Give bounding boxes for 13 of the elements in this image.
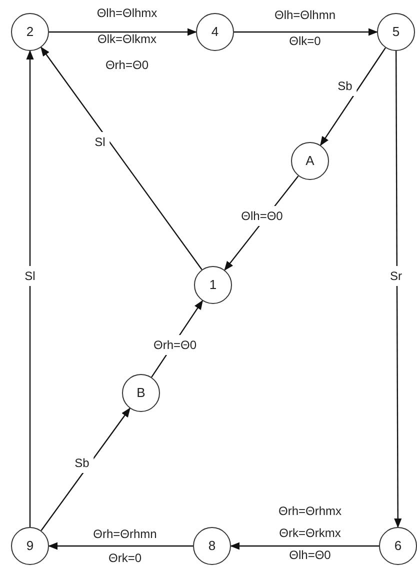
arrow: [26, 50, 34, 527]
arrow: [394, 51, 402, 528]
arrow: [48, 542, 193, 550]
edge-label: Θrh=Θrhmn Θrk=0: [93, 526, 157, 567]
arrow: [234, 28, 378, 36]
arrow: [40, 408, 130, 531]
arrow: [230, 542, 379, 550]
edge-label: Θlh=Θlhmn Θlk=0: [274, 7, 336, 50]
edge-label: Θlh=Θlhmx Θlk=Θlkmx Θrh=Θ0: [96, 5, 158, 74]
arrow: [49, 28, 197, 36]
arrow: [320, 47, 386, 146]
edge-label: Θrh=Θrhmx Θrk=Θrkmx Θlh=Θ0: [278, 503, 342, 564]
arrow: [40, 46, 202, 270]
